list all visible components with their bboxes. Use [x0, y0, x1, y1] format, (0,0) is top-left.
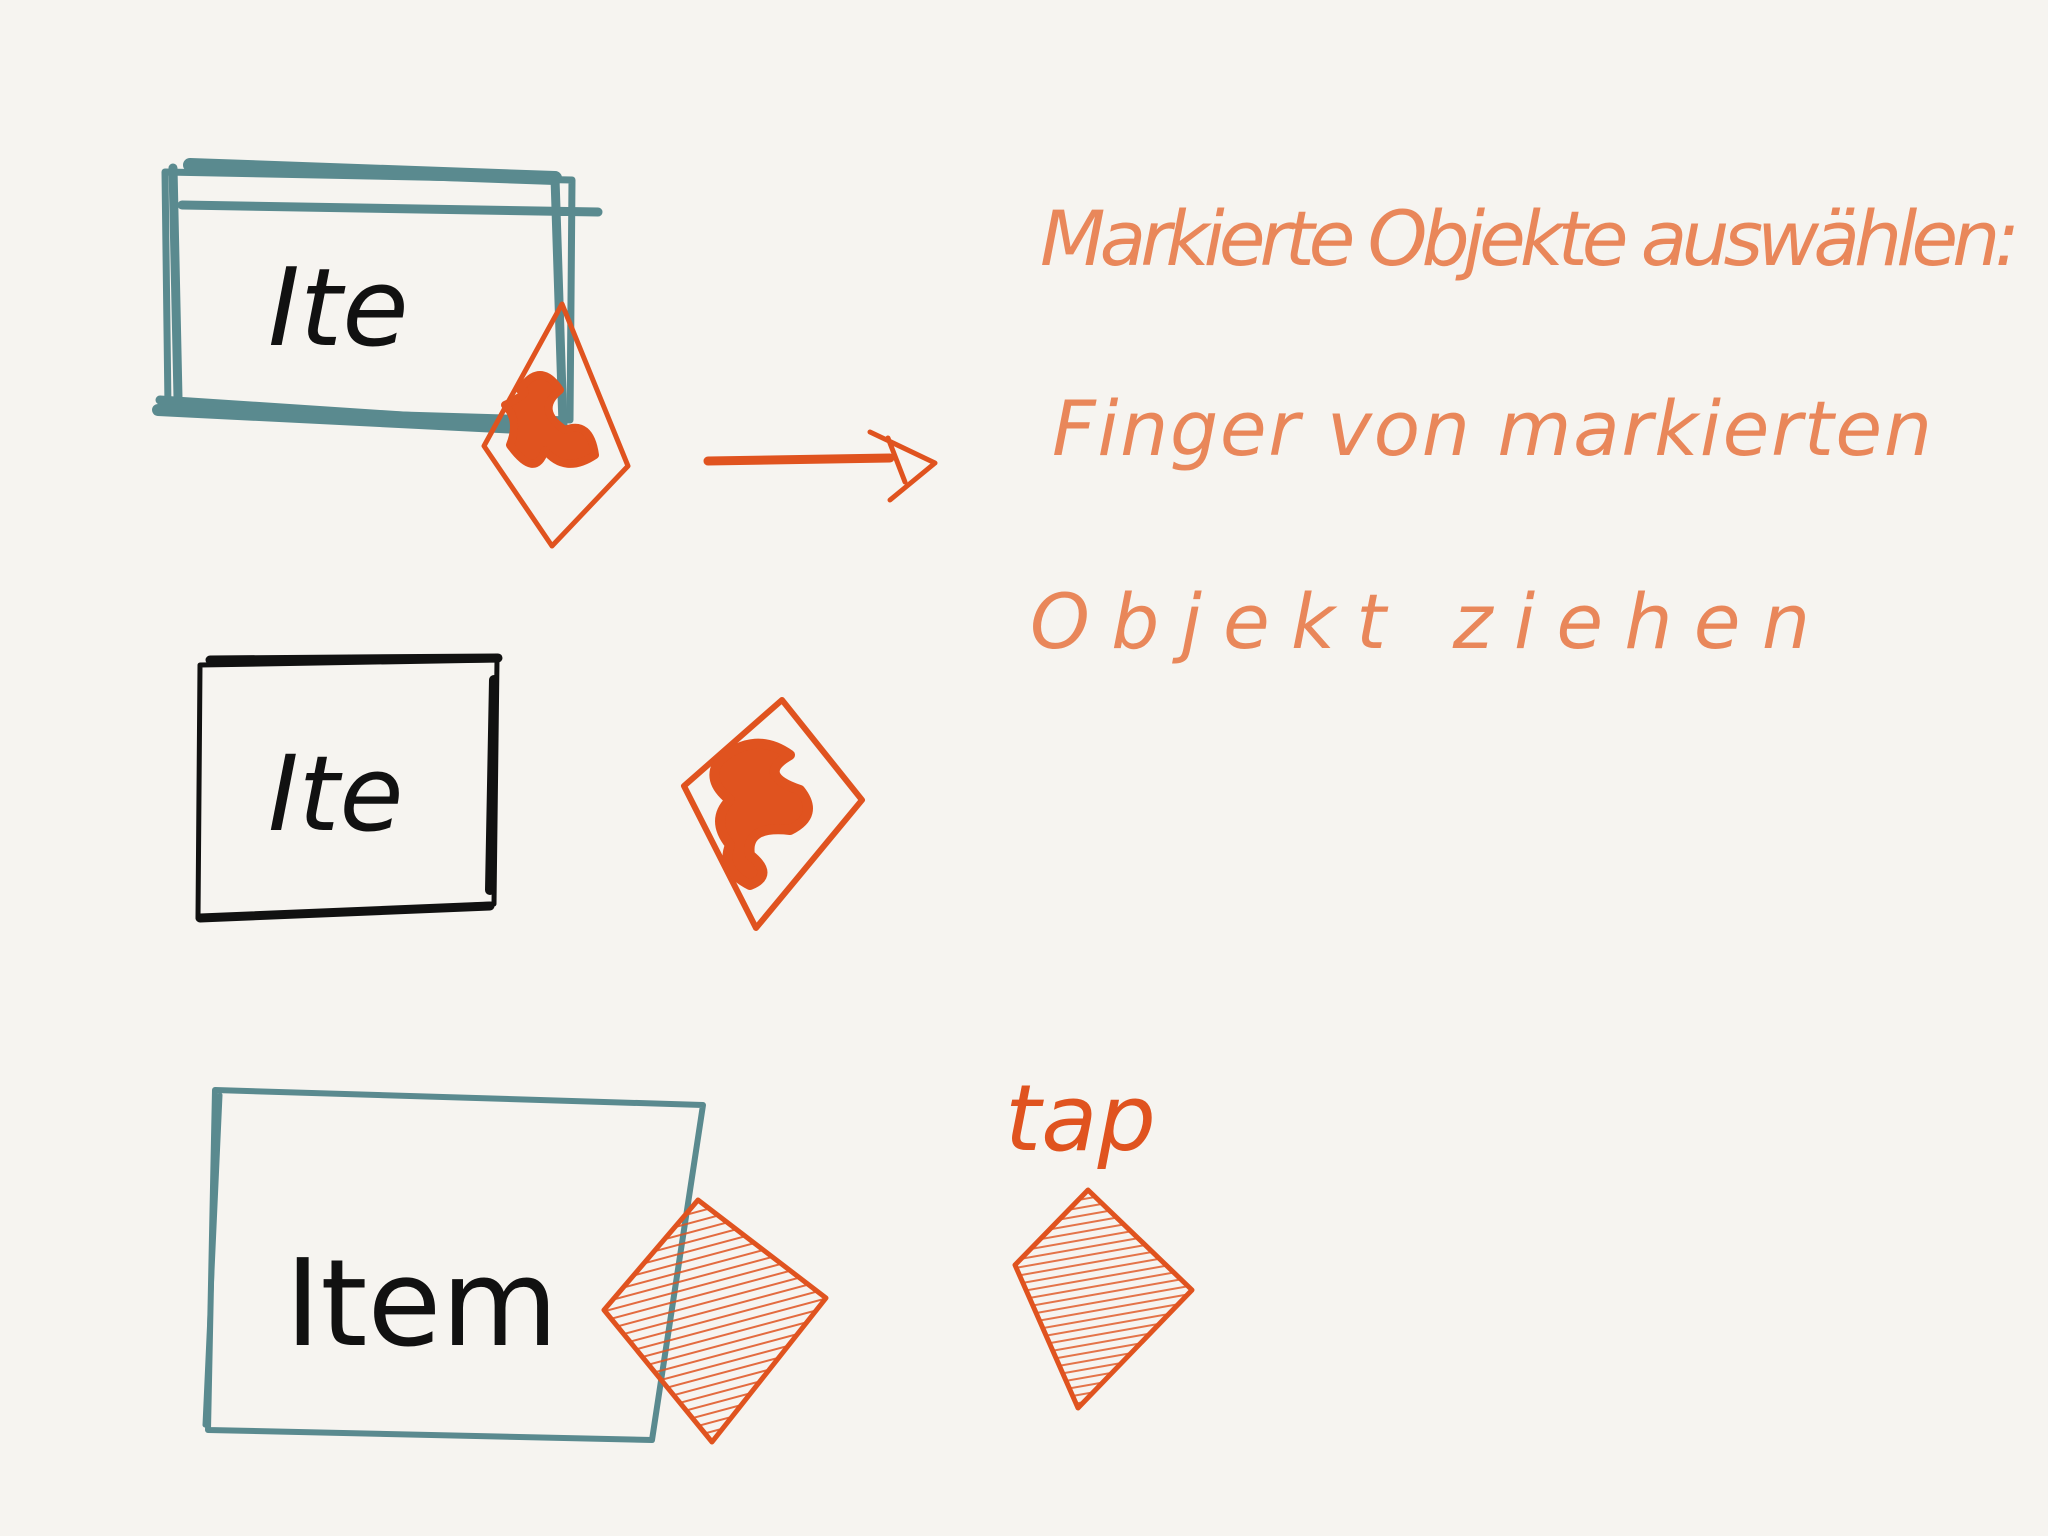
tap-handle-on-item [601, 1197, 829, 1445]
note-line-1: Markierte Objekte auswählen: [1040, 194, 2020, 283]
tap-label: tap [1005, 1065, 1156, 1172]
item-box-unselected [195, 653, 503, 923]
item-label-3: Item [285, 1235, 558, 1374]
drag-handle-1 [481, 301, 631, 549]
instruction-note: Markierte Objekte auswählen: Finger von … [1030, 194, 2020, 666]
note-line-2: Finger von markierten [1052, 384, 1932, 473]
item-box-selected [152, 158, 603, 434]
note-line-3: Objekt ziehen [1030, 577, 1810, 666]
item-label-2: Ite [268, 733, 403, 855]
detached-handle [681, 697, 865, 931]
item-label-1: Ite [268, 246, 409, 371]
drag-arrow [703, 429, 938, 503]
tap-handle [1012, 1187, 1195, 1411]
item-box-tap [202, 1087, 706, 1443]
